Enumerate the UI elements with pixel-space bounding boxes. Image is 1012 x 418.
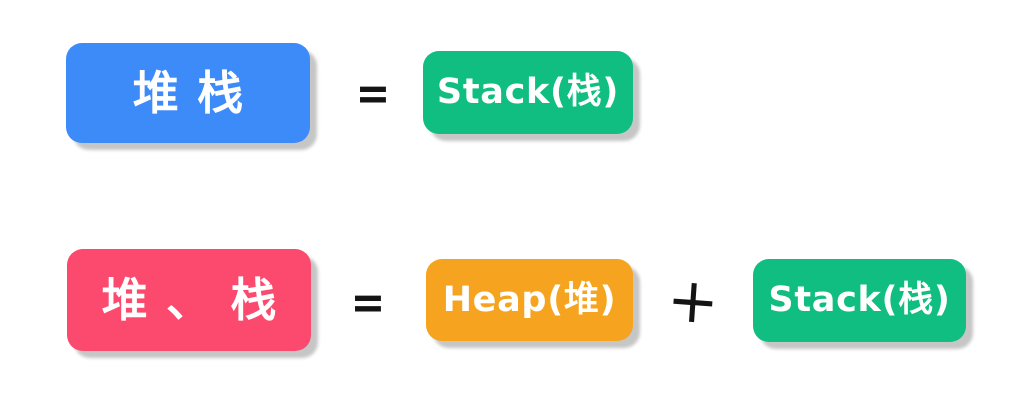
stack-en-label-2: Stack(栈): [768, 280, 951, 320]
stack-en-box: Stack(栈): [423, 51, 633, 134]
stack-cn-box: 堆栈: [66, 43, 310, 143]
heap-en-box: Heap(堆): [426, 259, 633, 341]
heap-en-label: Heap(堆): [442, 279, 617, 320]
equals-sign-2: =: [350, 275, 386, 329]
stack-cn-label: 堆栈: [132, 66, 262, 120]
stack-en-box-2: Stack(栈): [753, 259, 966, 342]
heap-stack-cn-label: 堆、栈: [101, 273, 295, 327]
stack-en-label: Stack(栈): [436, 72, 620, 112]
equals-sign: =: [355, 66, 391, 120]
heap-stack-cn-box: 堆、栈: [67, 249, 311, 351]
plus-sign: +: [664, 262, 722, 339]
